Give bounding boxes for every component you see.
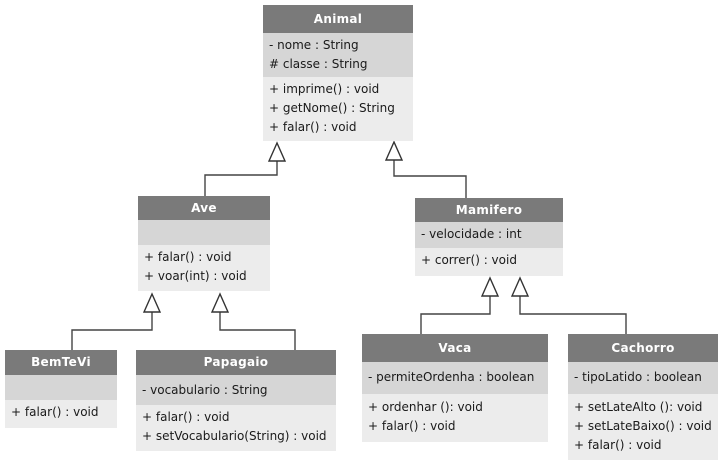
method-falar: + falar() : void (368, 419, 456, 433)
attribute-vocabulario: - vocabulario : String (142, 383, 268, 397)
class-vaca: Vaca - permiteOrdenha : boolean + ordenh… (362, 334, 548, 442)
class-cachorro: Cachorro - tipoLatido : boolean + setLat… (568, 334, 718, 460)
attributes-animal: - nome : String # classe : String (263, 33, 413, 77)
method-falar: + falar() : void (142, 410, 230, 424)
connector-mamifero-animal (393, 160, 467, 198)
method-imprime: + imprime() : void (269, 82, 380, 96)
attributes-ave (138, 220, 270, 245)
class-name-papagaio: Papagaio (136, 350, 336, 375)
method-correr: + correr() : void (421, 253, 517, 267)
method-falar: + falar() : void (269, 120, 357, 134)
connector-ave-animal (204, 161, 278, 196)
class-name-ave: Ave (138, 196, 270, 220)
methods-cachorro: + setLateAlto (): void + setLateBaixo() … (568, 394, 718, 460)
attribute-tipolatido: - tipoLatido : boolean (574, 370, 702, 384)
connector-cachorro-mamifero (519, 296, 627, 334)
class-animal: Animal - nome : String # classe : String… (263, 5, 413, 141)
attributes-vaca: - permiteOrdenha : boolean (362, 362, 548, 394)
generalization-arrow-mamifero (384, 140, 404, 161)
attribute-velocidade: - velocidade : int (421, 227, 522, 241)
connector-papagaio-ave (219, 312, 296, 350)
method-setlatebaixo: + setLateBaixo() : void (574, 419, 712, 433)
attribute-permiteordenha: - permiteOrdenha : boolean (368, 370, 535, 384)
methods-vaca: + ordenhar (): void + falar() : void (362, 394, 548, 442)
class-name-vaca: Vaca (362, 334, 548, 362)
attribute-nome: - nome : String (269, 38, 359, 52)
attributes-mamifero: - velocidade : int (415, 222, 563, 248)
class-ave: Ave + falar() : void + voar(int) : void (138, 196, 270, 291)
methods-bemtevi: + falar() : void (5, 400, 117, 428)
attributes-papagaio: - vocabulario : String (136, 375, 336, 405)
class-bemtevi: BemTeVi + falar() : void (5, 350, 117, 428)
method-getnome: + getNome() : String (269, 101, 395, 115)
generalization-arrow-ave (267, 141, 287, 162)
generalization-arrow-cachorro (510, 276, 530, 297)
attributes-bemtevi (5, 375, 117, 400)
class-name-cachorro: Cachorro (568, 334, 718, 362)
connector-bemtevi-ave (71, 312, 153, 350)
class-mamifero: Mamifero - velocidade : int + correr() :… (415, 198, 563, 276)
generalization-arrow-bemtevi (142, 292, 162, 313)
class-name-bemtevi: BemTeVi (5, 350, 117, 375)
methods-papagaio: + falar() : void + setVocabulario(String… (136, 405, 336, 451)
method-setvocabulario: + setVocabulario(String) : void (142, 429, 327, 443)
class-name-mamifero: Mamifero (415, 198, 563, 222)
connector-vaca-mamifero (420, 296, 491, 334)
methods-mamifero: + correr() : void (415, 248, 563, 276)
method-falar: + falar() : void (144, 250, 232, 264)
method-voar: + voar(int) : void (144, 269, 247, 283)
class-papagaio: Papagaio - vocabulario : String + falar(… (136, 350, 336, 451)
generalization-arrow-papagaio (210, 292, 230, 313)
class-name-animal: Animal (263, 5, 413, 33)
method-falar: + falar() : void (574, 438, 662, 452)
methods-ave: + falar() : void + voar(int) : void (138, 245, 270, 291)
method-setlatealto: + setLateAlto (): void (574, 400, 703, 414)
method-falar: + falar() : void (11, 405, 99, 419)
method-ordenhar: + ordenhar (): void (368, 400, 483, 414)
methods-animal: + imprime() : void + getNome() : String … (263, 77, 413, 141)
generalization-arrow-vaca (480, 276, 500, 297)
attribute-classe: # classe : String (269, 57, 368, 71)
attributes-cachorro: - tipoLatido : boolean (568, 362, 718, 394)
